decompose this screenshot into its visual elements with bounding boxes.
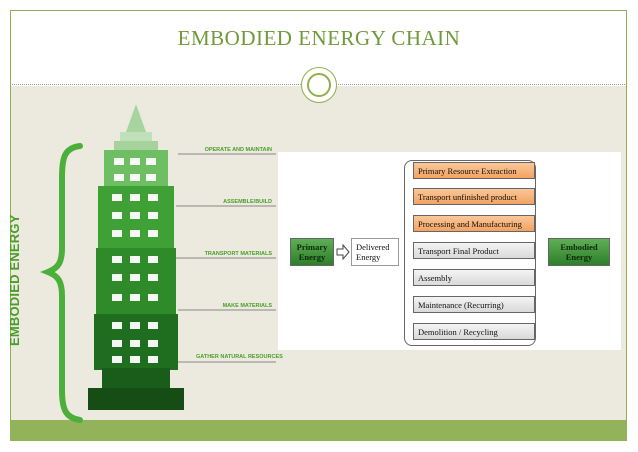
step-maintenance-recurring: Maintenance (Recurring) <box>413 296 535 313</box>
building-illustration <box>40 104 276 423</box>
circle-emblem-icon <box>301 67 337 103</box>
primary-energy-box: Primary Energy <box>290 238 334 266</box>
stage-label-operate: OPERATE AND MAINTAIN <box>204 147 272 153</box>
building-spire <box>126 104 146 132</box>
tower-foundation <box>88 388 184 410</box>
slide-title: EMBODIED ENERGY CHAIN <box>177 26 461 50</box>
embodied-energy-vertical-label: EMBODIED ENERGY <box>7 214 22 346</box>
spire-base-2 <box>114 141 158 150</box>
step-processing-and-manufacturing: Processing and Manufacturing <box>413 215 535 232</box>
flow-diagram-panel: Primary Energy Delivered Energy Primary … <box>278 152 621 350</box>
curly-brace-icon <box>40 143 83 423</box>
step-assembly: Assembly <box>413 269 535 286</box>
step-primary-resource-extraction: Primary Resource Extraction <box>413 162 535 179</box>
stage-label-assemble: ASSEMBLE/BUILD <box>223 199 272 205</box>
spire-base-1 <box>120 132 152 141</box>
stage-leader-lines <box>176 153 276 363</box>
stage-label-gather: GATHER NATURAL RESOURCES <box>196 354 283 360</box>
step-transport-final-product: Transport Final Product <box>413 242 535 259</box>
building-windows <box>112 158 158 363</box>
arrow-right-icon <box>336 244 350 260</box>
tower-plinth <box>102 368 170 390</box>
step-transport-unfinished-product: Transport unfinished product <box>413 188 535 205</box>
steps-group-box <box>404 160 536 346</box>
footer-bar <box>10 420 627 441</box>
stage-label-make: MAKE MATERIALS <box>222 303 272 309</box>
embodied-energy-box: Embodied Energy <box>548 238 610 266</box>
tower-top <box>104 150 168 188</box>
delivered-energy-box: Delivered Energy <box>351 238 399 266</box>
step-demolition-recycling: Demolition / Recycling <box>413 323 535 340</box>
stage-label-transport: TRANSPORT MATERIALS <box>204 251 272 257</box>
